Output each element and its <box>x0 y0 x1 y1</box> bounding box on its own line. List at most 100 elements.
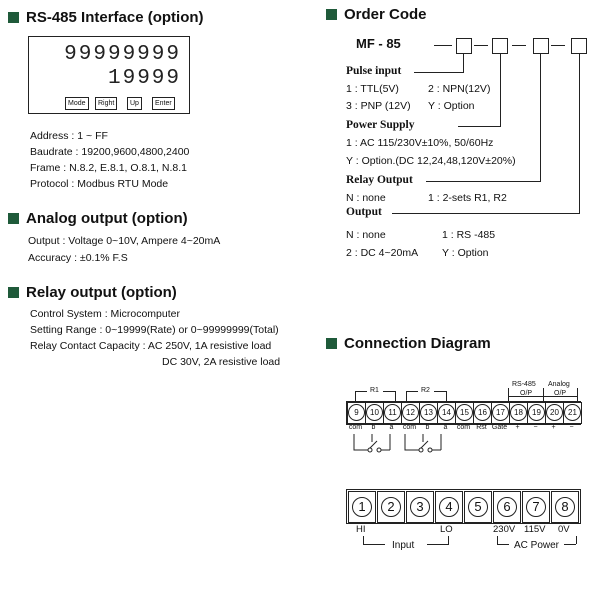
leader-line <box>540 53 541 182</box>
section-square-icon <box>8 287 19 298</box>
relay-control-system: Control System : Microcomputer <box>30 308 180 320</box>
group-label-r1: R1 <box>370 387 379 394</box>
top-terminal-cell: 10 <box>365 402 384 424</box>
rs485-title-text: RS-485 Interface (option) <box>26 9 204 26</box>
dash <box>434 45 452 46</box>
analog-title-text: Analog output (option) <box>26 210 188 227</box>
bottom-terminal-cell: 5 <box>464 491 492 523</box>
group-bracket <box>395 391 396 401</box>
group-bracket <box>355 391 367 392</box>
top-terminal-label: com <box>456 424 471 431</box>
pulse-input-heading: Pulse input <box>346 65 402 77</box>
connection-title-text: Connection Diagram <box>344 335 491 352</box>
group-bracket <box>543 396 577 397</box>
group-label-rs485: RS-485 <box>512 381 536 388</box>
top-terminal-label: b <box>425 424 430 431</box>
top-terminal-label: + <box>515 424 520 431</box>
top-terminal-number: 10 <box>366 404 383 421</box>
dash <box>474 45 488 46</box>
section-square-icon <box>326 9 337 20</box>
output-option: 2 : DC 4~20mA <box>346 247 419 259</box>
order-box-output <box>571 38 587 54</box>
top-terminal-cell: 21 <box>563 402 582 424</box>
top-terminal-cell: 17 <box>491 402 510 424</box>
bottom-terminal-number: 6 <box>497 497 517 517</box>
bottom-terminal-strip <box>346 489 581 524</box>
top-terminal-number: 12 <box>402 404 419 421</box>
bottom-terminal-cell: 7 <box>522 491 550 523</box>
dash <box>551 45 565 46</box>
top-terminal-cell: 19 <box>527 402 546 424</box>
input-bracket <box>448 536 449 544</box>
top-terminal-label: a <box>389 424 394 431</box>
top-terminal-number: 15 <box>456 404 473 421</box>
bottom-terminal-cell: 6 <box>493 491 521 523</box>
dash <box>512 45 526 46</box>
group-label-analog: Analog <box>548 381 570 388</box>
top-terminal-label: + <box>551 424 556 431</box>
bottom-terminal-cell: 2 <box>377 491 405 523</box>
top-terminal-number: 11 <box>384 404 401 421</box>
bottom-terminal-number: 1 <box>352 497 372 517</box>
section-square-icon <box>8 213 19 224</box>
ac-power-label: AC Power <box>514 540 560 551</box>
rs485-protocol: Protocol : Modbus RTU Mode <box>30 178 169 190</box>
relay-contact-capacity-dc: DC 30V, 2A resistive load <box>162 356 281 368</box>
ac-bracket <box>576 536 577 544</box>
relay2-switch <box>420 440 429 449</box>
bottom-terminal-cell: 1 <box>348 491 376 523</box>
group-bracket <box>508 388 509 401</box>
bottom-terminal-number: 4 <box>439 497 459 517</box>
relay-contact-capacity: Relay Contact Capacity : AC 250V, 1A res… <box>30 340 272 352</box>
input-bracket <box>427 544 449 545</box>
top-terminal-label: com <box>402 424 417 431</box>
relay-setting-range: Setting Range : 0~19999(Rate) or 0~99999… <box>30 324 279 336</box>
relay-option: 1 : 2-sets R1, R2 <box>428 192 507 204</box>
relay1-switch <box>369 440 378 449</box>
power-option: 1 : AC 115/230V±10%, 50/60Hz <box>346 137 494 149</box>
relay-title-text: Relay output (option) <box>26 284 177 301</box>
leader-line <box>426 181 541 182</box>
terminal-label-115v: 115V <box>524 524 546 535</box>
input-bracket <box>363 544 385 545</box>
pulse-option: 1 : TTL(5V) <box>346 83 399 95</box>
analog-output-spec: Output : Voltage 0~10V, Ampere 4~20mA <box>28 235 221 247</box>
top-terminal-number: 18 <box>510 404 527 421</box>
leader-line <box>392 213 580 214</box>
relay-section-title: Relay output (option) <box>8 284 177 301</box>
relay-output-heading: Relay Output <box>346 174 413 186</box>
rs485-baudrate: Baudrate : 19200,9600,4800,2400 <box>30 146 190 158</box>
leader-line <box>463 53 464 73</box>
top-terminal-number: 14 <box>438 404 455 421</box>
ac-bracket <box>497 536 498 544</box>
group-bracket <box>406 391 418 392</box>
top-terminal-number: 19 <box>528 404 545 421</box>
bottom-terminal-cell: 8 <box>551 491 579 523</box>
rs485-section-title: RS-485 Interface (option) <box>8 9 204 26</box>
mode-button: Mode <box>65 97 89 110</box>
relay1-contact-node <box>376 447 382 453</box>
bottom-terminal-number: 5 <box>468 497 488 517</box>
top-terminal-number: 16 <box>474 404 491 421</box>
group-bracket <box>508 396 543 397</box>
input-label: Input <box>392 540 415 551</box>
ac-bracket <box>564 544 576 545</box>
right-button: Right <box>95 97 118 110</box>
pulse-option: Y : Option <box>428 100 475 112</box>
top-terminal-cell: 14 <box>437 402 456 424</box>
power-option: Y : Option.(DC 12,24,48,120V±20%) <box>346 155 516 167</box>
group-label-analog-op: O/P <box>554 390 567 397</box>
top-terminal-number: 17 <box>492 404 509 421</box>
analog-accuracy-spec: Accuracy : ±0.1% F.S <box>28 252 128 264</box>
power-supply-heading: Power Supply <box>346 119 415 131</box>
relay2-contact-node <box>427 447 433 453</box>
order-box-relay <box>533 38 549 54</box>
pulse-option: 3 : PNP (12V) <box>346 100 411 112</box>
relay2-contact-node <box>418 447 424 453</box>
top-terminal-number: 13 <box>420 404 437 421</box>
bottom-terminal-cell: 3 <box>406 491 434 523</box>
group-bracket <box>446 391 447 401</box>
leader-line <box>458 126 501 127</box>
order-title-text: Order Code <box>344 6 427 23</box>
section-square-icon <box>326 338 337 349</box>
